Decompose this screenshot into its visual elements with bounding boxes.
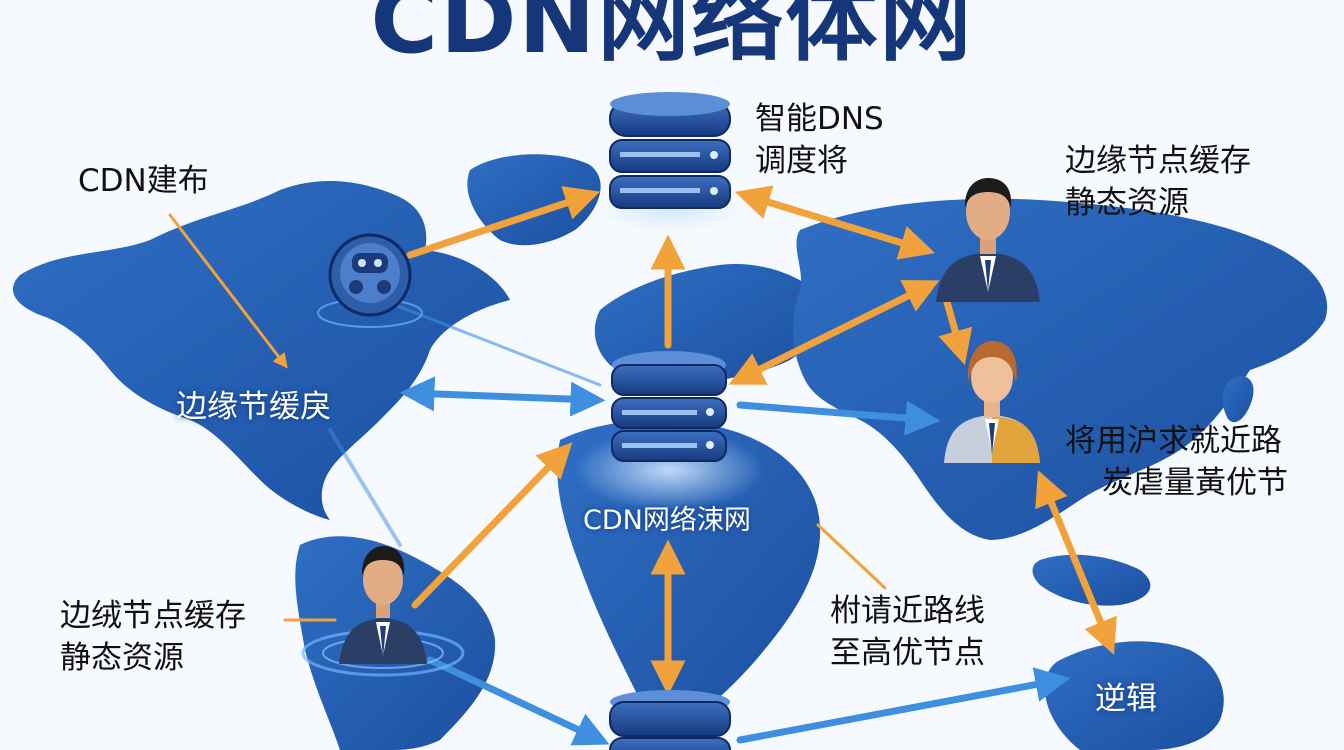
label-smart-dns-1: 智能DNS: [755, 101, 884, 137]
australia: [1045, 641, 1224, 750]
page-title: CDN网络体网: [370, 0, 974, 74]
label-edge-bottom-left-1: 边绒节点缓存: [60, 598, 246, 634]
label-edge-top-right-1: 边缘节点缓存: [1065, 143, 1251, 179]
label-cdn-deploy: CDN建布: [78, 163, 209, 199]
label-user-request-1: 将用沪求就近路: [1065, 423, 1282, 459]
person-icon: [301, 546, 465, 677]
label-edge-west: 边缘节缓戾: [176, 389, 331, 425]
bottom-server-icon: [609, 690, 731, 750]
link-sa-bottom: [426, 656, 610, 746]
label-smart-dns-2: 调度将: [755, 143, 848, 179]
link-center-route: [816, 523, 887, 590]
orange-links: [168, 185, 1117, 696]
label-route-1: 柎请近路线: [830, 593, 985, 629]
label-australia: 逆辑: [1095, 681, 1157, 717]
link-robot-center: [393, 303, 602, 387]
blue-links: [328, 303, 1071, 746]
japan: [1222, 376, 1254, 423]
link-deploy-pointer: [168, 213, 288, 369]
person-icon: [936, 178, 1040, 302]
label-route-2: 至高优节点: [830, 635, 985, 671]
link-robot-dns: [406, 186, 600, 259]
link-dns-user1: [734, 185, 936, 260]
link-center-east: [736, 400, 941, 436]
label-edge-bottom-left-2: 静态资源: [60, 640, 184, 676]
link-user1-user2: [938, 298, 973, 366]
label-edge-top-right-2: 静态资源: [1065, 185, 1189, 221]
person-icon: [944, 341, 1040, 463]
link-bottom-australia: [736, 667, 1071, 744]
link-user2-australia: [1035, 470, 1117, 655]
link-na-sa: [328, 428, 402, 547]
link-west-center: [399, 376, 606, 417]
link-user3-center: [411, 442, 573, 609]
label-cdn-center: CDN网络涑网: [583, 505, 751, 536]
dns-server-icon: [600, 92, 740, 232]
robot-sphere-icon: [317, 233, 423, 328]
label-user-request-2: 炭虐量黃优节: [1102, 465, 1288, 501]
center-server-icon: [574, 351, 764, 510]
link-center-user1: [728, 280, 940, 385]
